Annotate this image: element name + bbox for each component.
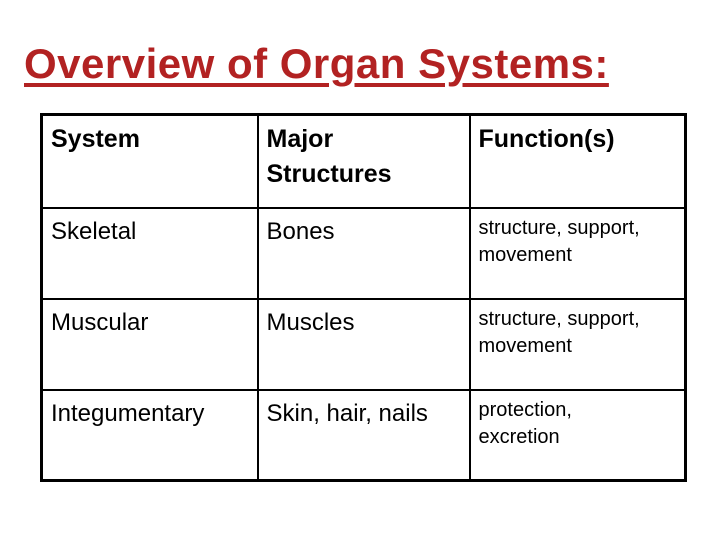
table-header-row: System Major Structures Function(s) bbox=[40, 113, 687, 209]
cell-structures-integumentary: Skin, hair, nails bbox=[256, 388, 471, 482]
table-row-integumentary: Integumentary Skin, hair, nails protecti… bbox=[40, 388, 687, 482]
page-title: Overview of Organ Systems: bbox=[24, 40, 609, 87]
cell-functions-skeletal: structure, support, movement bbox=[468, 206, 687, 300]
cell-structures-skeletal: Bones bbox=[256, 206, 471, 300]
cell-system-integumentary: Integumentary bbox=[40, 388, 259, 482]
cell-structures-muscular: Muscles bbox=[256, 297, 471, 391]
table-row-muscular: Muscular Muscles structure, support, mov… bbox=[40, 297, 687, 391]
cell-system-muscular: Muscular bbox=[40, 297, 259, 391]
cell-functions-integumentary: protection, excretion bbox=[468, 388, 687, 482]
column-header-major-structures: Major Structures bbox=[256, 113, 471, 209]
cell-functions-muscular: structure, support, movement bbox=[468, 297, 687, 391]
cell-system-skeletal: Skeletal bbox=[40, 206, 259, 300]
organ-systems-table: System Major Structures Function(s) Skel… bbox=[40, 113, 687, 482]
table-row-skeletal: Skeletal Bones structure, support, movem… bbox=[40, 206, 687, 300]
column-header-system: System bbox=[40, 113, 259, 209]
column-header-functions: Function(s) bbox=[468, 113, 687, 209]
